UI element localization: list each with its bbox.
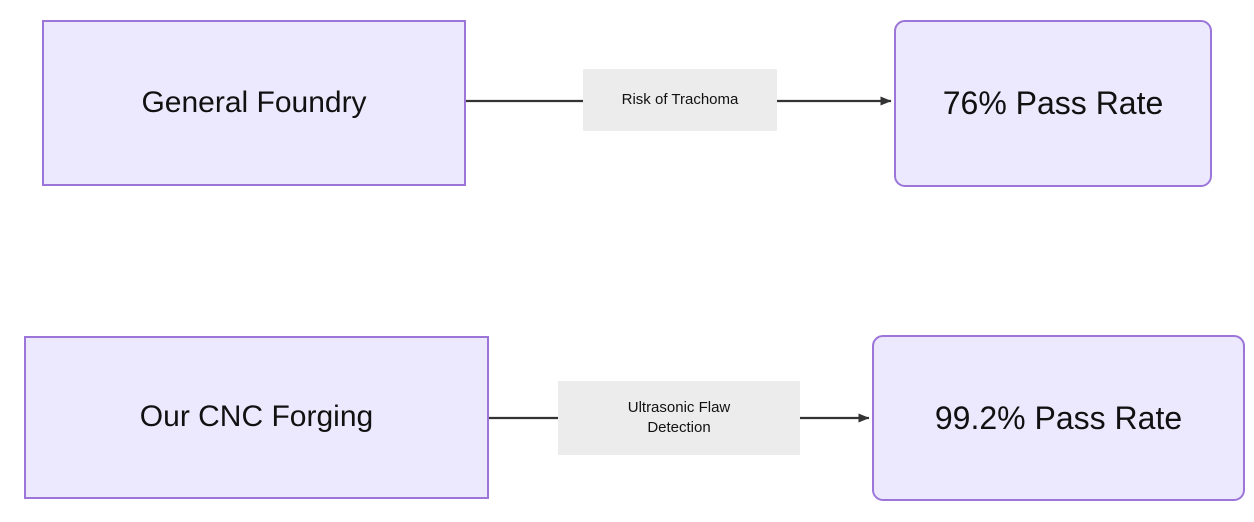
node-pass-rate-992[interactable]: 99.2% Pass Rate [872,335,1245,501]
edge-label-ultrasonic-flaw-detection: Ultrasonic Flaw Detection [558,381,800,455]
node-pass-rate-76[interactable]: 76% Pass Rate [894,20,1212,187]
node-general-foundry-label: General Foundry [141,85,367,119]
node-our-cnc-forging[interactable]: Our CNC Forging [24,336,489,499]
node-our-cnc-forging-label: Our CNC Forging [139,400,374,434]
edge-label-risk-of-trachoma: Risk of Trachoma [583,69,777,131]
node-pass-rate-992-label: 99.2% Pass Rate [934,399,1183,436]
edge-label-ultrasonic-flaw-detection-text: Ultrasonic Flaw Detection [627,398,731,436]
edge-label-risk-of-trachoma-text: Risk of Trachoma [621,90,739,108]
node-pass-rate-76-label: 76% Pass Rate [942,85,1164,122]
node-general-foundry[interactable]: General Foundry [42,20,466,186]
